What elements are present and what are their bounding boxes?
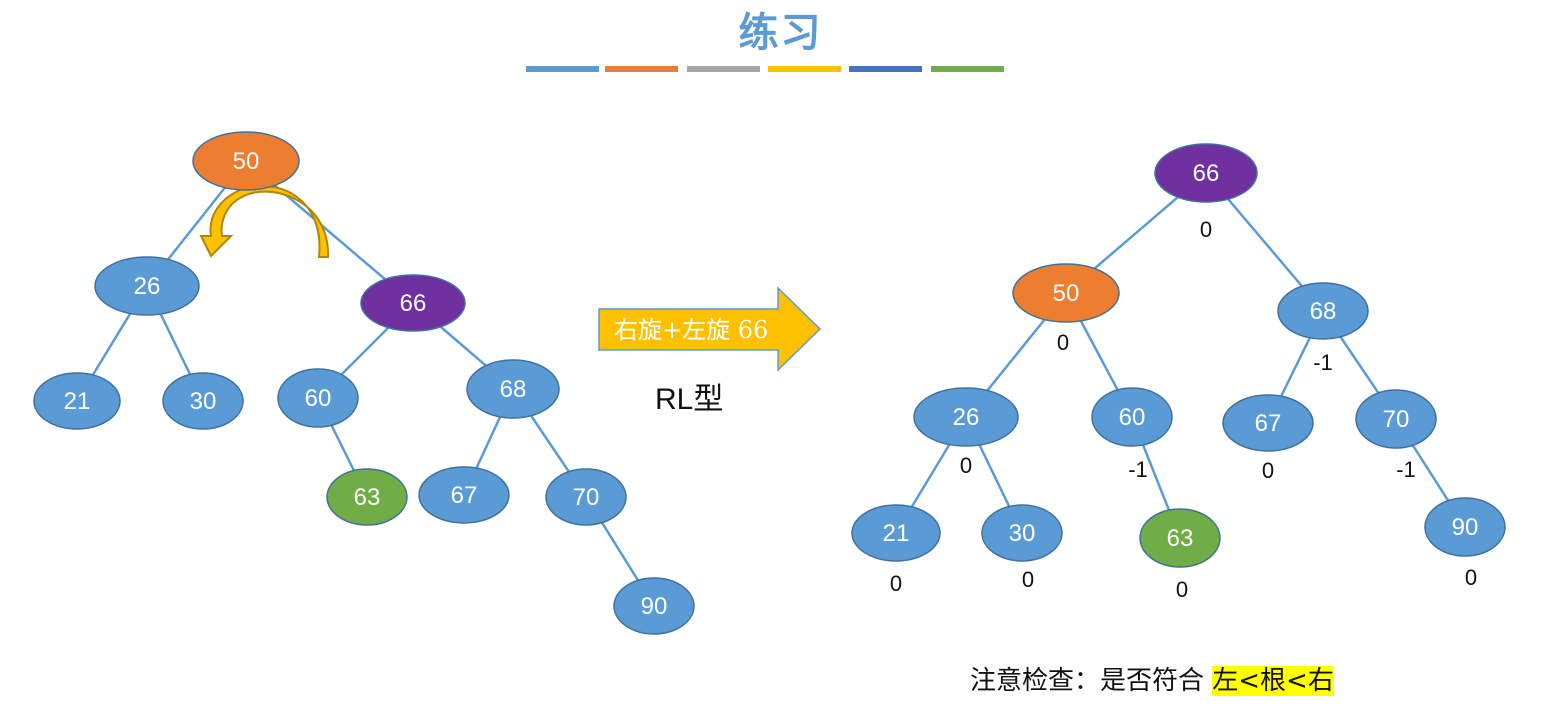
curved-rotate-left-arrow-icon	[199, 185, 330, 258]
right-tree-node-label: 67	[1255, 410, 1282, 437]
color-bar-segment	[687, 66, 760, 72]
left-tree-node-shape	[33, 372, 121, 430]
check-note-text: 注意检查：是否符合	[970, 666, 1213, 696]
check-note: 注意检查：是否符合 左<根<右	[970, 660, 1334, 697]
left-tree-node-30: 30	[162, 372, 244, 430]
right-tree-node-label: 66	[1193, 160, 1220, 187]
left-tree-edges	[75, 160, 656, 607]
balance-factor-label: 0	[1200, 217, 1212, 242]
right-tree-node-50: 50 0	[1012, 263, 1120, 355]
left-tree-node-70: 70	[545, 468, 627, 526]
right-tree-node-70: 70 -1	[1355, 389, 1437, 482]
left-tree-node-67: 67	[418, 466, 510, 524]
left-tree-node-shape	[326, 468, 408, 526]
right-tree-node-label: 30	[1009, 520, 1036, 547]
left-tree-node-60: 60	[277, 368, 359, 428]
left-tree-node-label: 60	[305, 385, 332, 412]
left-tree-nodes: 50 26 66 21 30 60 68 63 67 70 90	[33, 131, 695, 635]
left-tree-node-shape	[613, 577, 695, 635]
balance-factor-label: 0	[890, 571, 902, 596]
transform-arrow-icon	[598, 286, 822, 372]
right-tree-node-30: 30 0	[981, 504, 1063, 592]
right-tree-node-shape	[1355, 389, 1437, 449]
left-tree-node-label: 66	[400, 290, 427, 317]
color-bar-segment	[768, 66, 841, 72]
left-tree-node-label: 90	[641, 593, 668, 620]
balance-factor-label: 0	[1465, 565, 1477, 590]
left-tree-node-26: 26	[94, 256, 200, 316]
right-tree-node-shape	[1012, 263, 1120, 323]
color-bar-segment	[526, 66, 599, 72]
right-tree-node-label: 90	[1452, 514, 1479, 541]
transform-label: 右旋+左旋 66	[614, 316, 769, 344]
right-tree-node-label: 50	[1053, 280, 1080, 307]
left-tree-node-label: 70	[573, 484, 600, 511]
check-note-highlight: 左<根<右	[1212, 666, 1334, 696]
left-tree-node-50: 50	[192, 131, 300, 191]
left-tree-node-label: 26	[134, 273, 161, 300]
right-tree-node-label: 68	[1310, 298, 1337, 325]
right-tree-node-shape	[1091, 387, 1173, 447]
right-tree-node-shape	[981, 504, 1063, 562]
right-tree-edges	[894, 172, 1467, 539]
right-tree-node-90: 90 0	[1424, 497, 1506, 590]
right-tree-node-66: 66 0	[1154, 143, 1258, 242]
right-tree-node-shape	[913, 387, 1019, 447]
balance-factor-label: 0	[960, 453, 972, 478]
right-tree-node-label: 26	[953, 404, 980, 431]
right-tree-node-21: 21 0	[851, 504, 941, 596]
left-tree-node-label: 30	[190, 388, 217, 415]
right-tree-node-shape	[851, 504, 941, 562]
right-tree-node-label: 21	[883, 520, 910, 547]
right-tree-node-shape	[1139, 508, 1221, 568]
left-tree-node-shape	[162, 372, 244, 430]
right-tree-node-label: 60	[1119, 404, 1146, 431]
left-tree-node-label: 67	[451, 482, 478, 509]
color-bar-segment	[931, 66, 1004, 72]
left-tree-node-shape	[466, 359, 560, 419]
left-tree-node-68: 68	[466, 359, 560, 419]
left-tree-node-shape	[94, 256, 200, 316]
color-bar-segment	[849, 66, 922, 72]
right-tree-node-shape	[1424, 497, 1506, 557]
rotation-type-label: RL型	[655, 383, 724, 416]
left-tree-node-shape	[360, 274, 466, 332]
left-tree-node-shape	[418, 466, 510, 524]
left-tree-node-label: 50	[233, 148, 260, 175]
balance-factor-label: -1	[1396, 457, 1416, 482]
right-tree-node-label: 70	[1383, 406, 1410, 433]
left-tree-node-label: 63	[354, 484, 381, 511]
balance-factor-label: 0	[1022, 567, 1034, 592]
right-tree-node-label: 63	[1167, 525, 1194, 552]
left-tree-node-shape	[192, 131, 300, 191]
right-tree-node-shape	[1154, 143, 1258, 203]
right-tree-node-shape	[1222, 394, 1314, 452]
right-tree-node-26: 26 0	[913, 387, 1019, 478]
left-tree-node-63: 63	[326, 468, 408, 526]
slide-title: 练习	[738, 9, 823, 56]
left-tree-node-90: 90	[613, 577, 695, 635]
balance-factor-label: 0	[1176, 577, 1188, 602]
balance-factor-label: -1	[1313, 350, 1333, 375]
balance-factor-label: -1	[1128, 457, 1148, 482]
left-tree-node-shape	[277, 368, 359, 428]
right-tree-node-shape	[1277, 282, 1369, 340]
color-bar-segment	[605, 66, 678, 72]
left-tree-node-label: 68	[500, 376, 527, 403]
right-tree-nodes: 66 0 50 0 68 -1 26 0 60 -1 67 0 70 -1 21 0 30 0 63 0 90 0	[851, 143, 1506, 602]
balance-factor-label: 0	[1262, 458, 1274, 483]
left-tree-node-shape	[545, 468, 627, 526]
right-tree-node-60: 60 -1	[1091, 387, 1173, 482]
left-tree-node-66: 66	[360, 274, 466, 332]
balance-factor-label: 0	[1057, 330, 1069, 355]
left-tree-node-label: 21	[64, 388, 91, 415]
right-tree-node-68: 68 -1	[1277, 282, 1369, 375]
left-tree-node-21: 21	[33, 372, 121, 430]
right-tree-node-63: 63 0	[1139, 508, 1221, 602]
right-tree-node-67: 67 0	[1222, 394, 1314, 483]
